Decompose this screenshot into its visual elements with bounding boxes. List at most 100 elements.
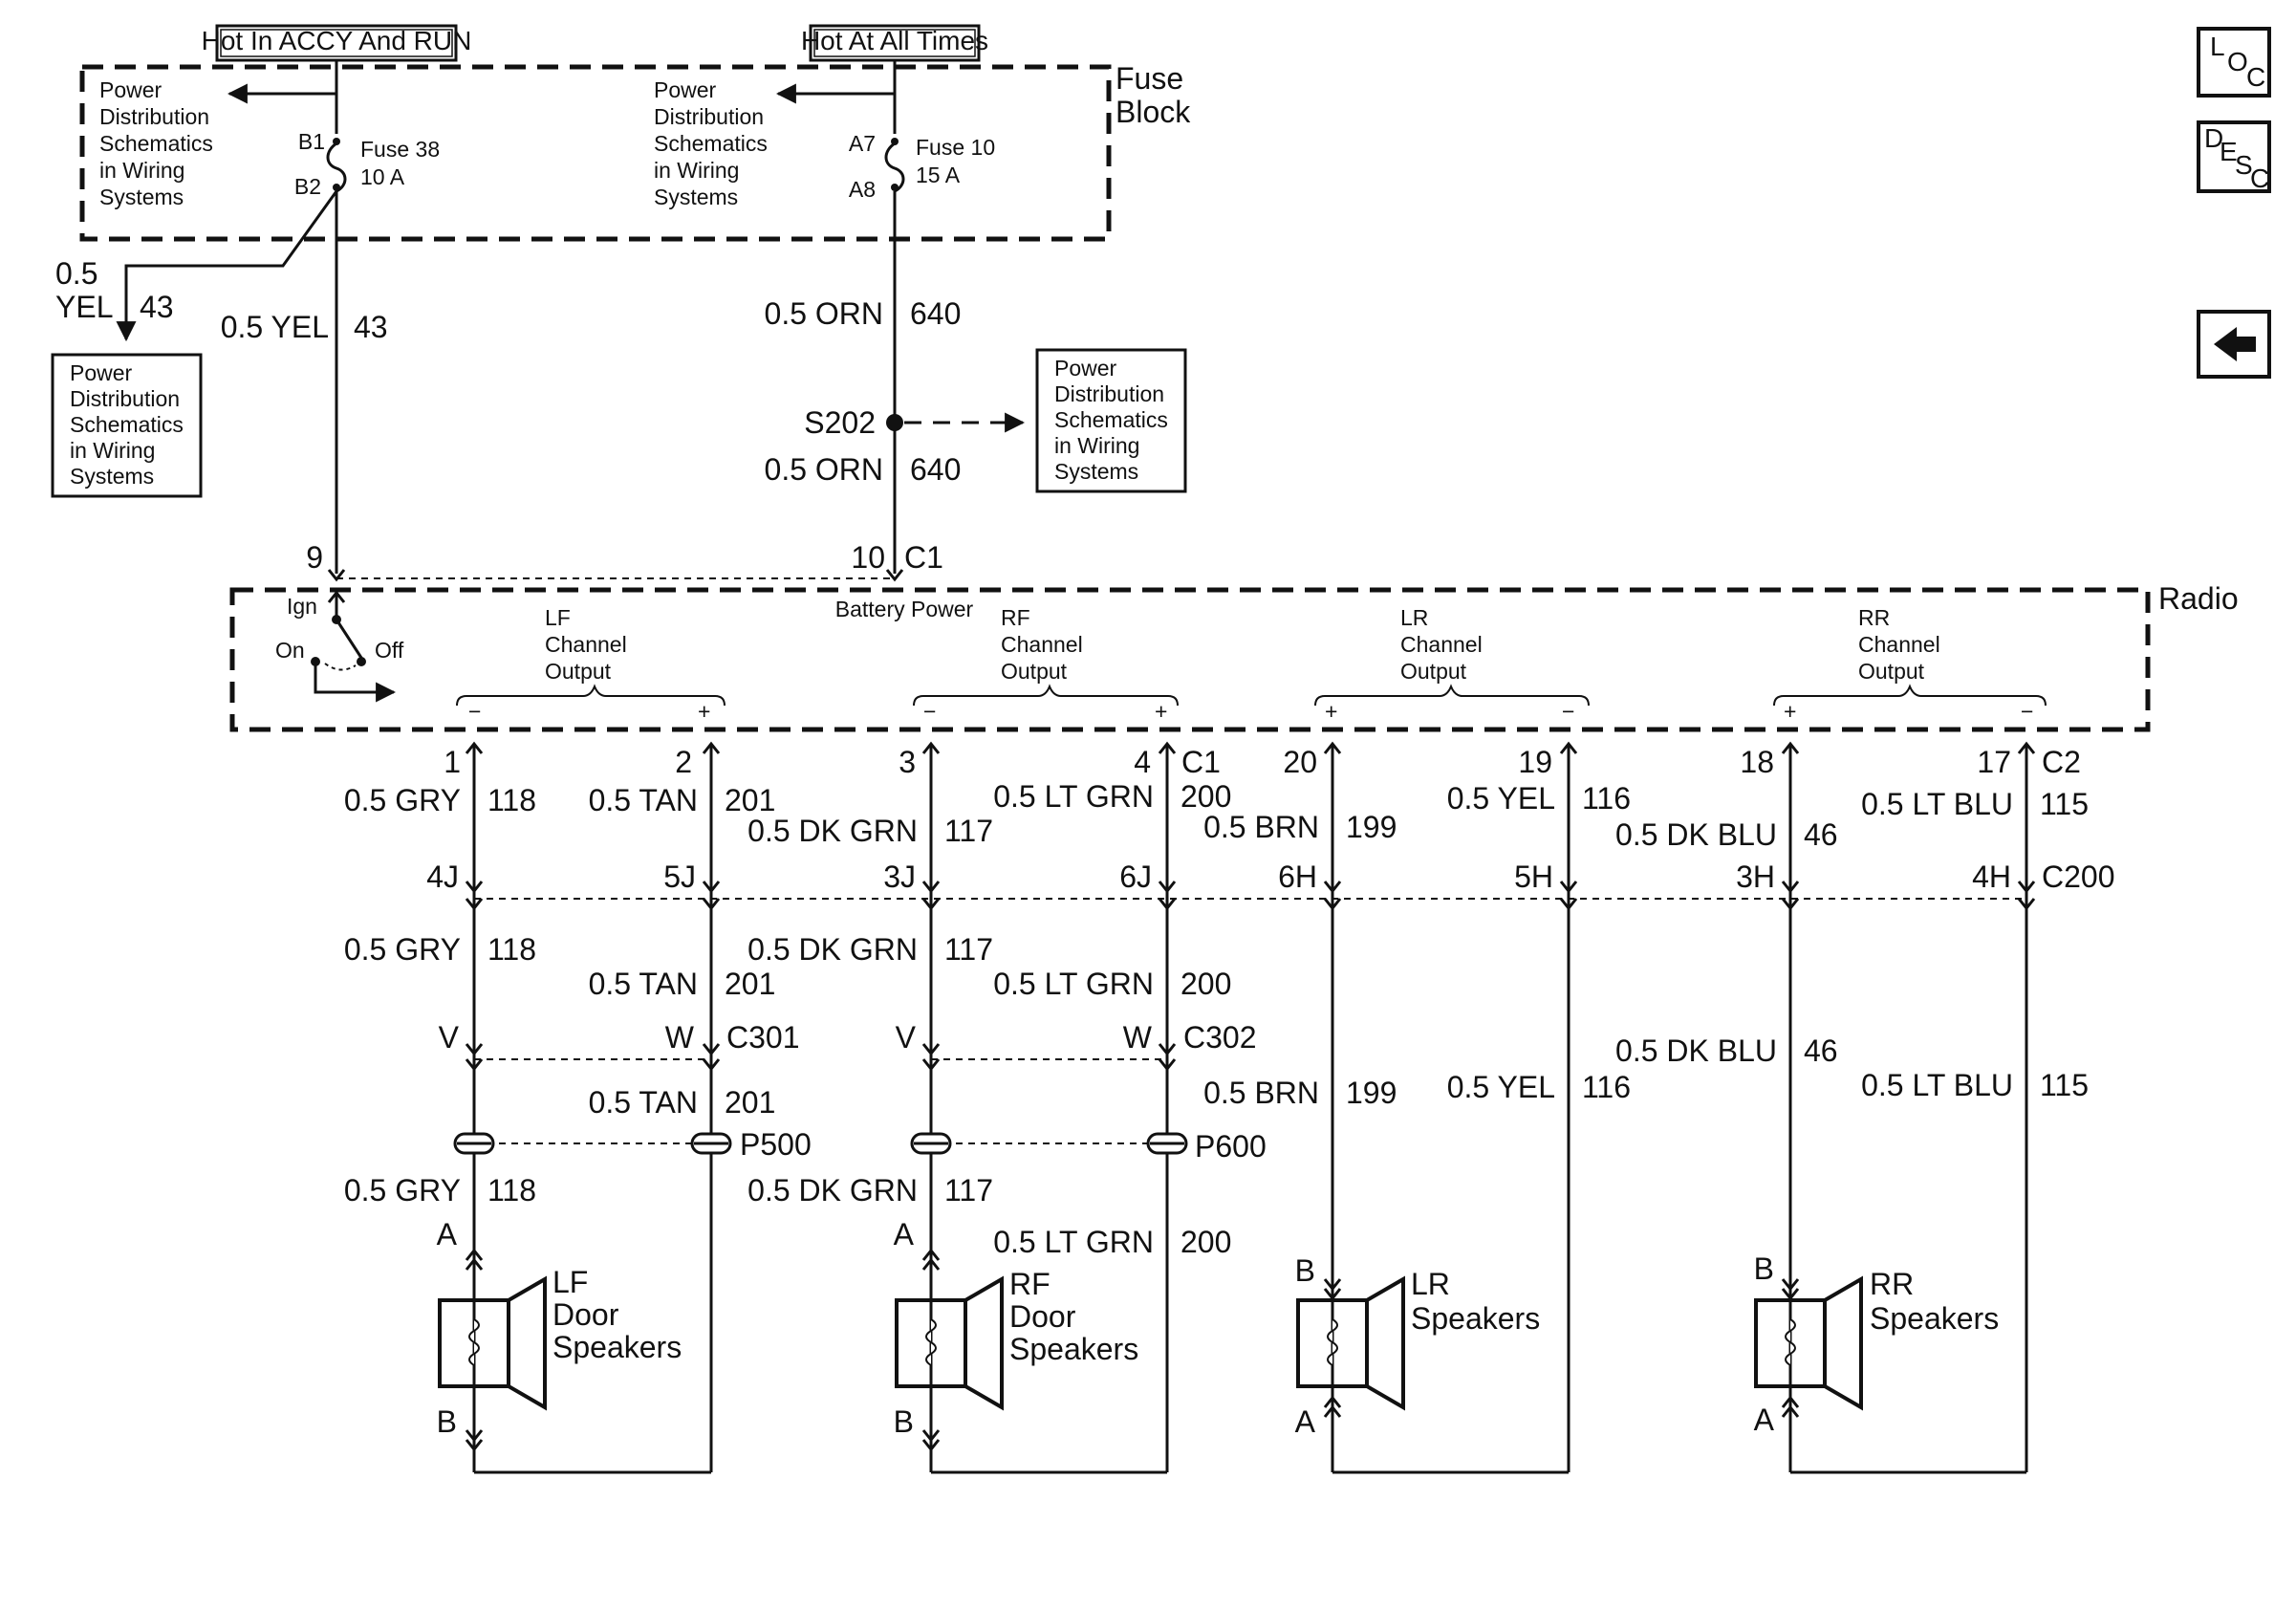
fuse10-pin-in: A7: [849, 131, 876, 156]
svg-text:in Wiring: in Wiring: [1054, 433, 1139, 458]
branch-gauge: 0.5: [55, 256, 97, 291]
switch-off-label: Off: [375, 638, 404, 663]
p600-label: P600: [1195, 1129, 1267, 1164]
c200-pin-5j: 5J: [663, 859, 696, 894]
pds-box-left: Power Distribution Schematics in Wiring …: [51, 353, 203, 498]
lf-speaker-label-1: LF: [552, 1265, 588, 1299]
desc-button[interactable]: D E S C: [2197, 120, 2271, 193]
channel-lr: LR Channel Output + −: [1314, 605, 1590, 724]
wire-brn-circuit-1: 199: [1346, 810, 1397, 844]
rr-speaker-top-pin: B: [1754, 1251, 1774, 1286]
wire-dkgrn-label-3: 0.5 DK GRN: [747, 1173, 918, 1208]
pin-20: 20: [1283, 745, 1317, 779]
pin-4: 4: [1134, 745, 1151, 779]
rf-speaker-label-3: Speakers: [1009, 1332, 1138, 1366]
wire-ltblu-circuit-1: 115: [2040, 787, 2089, 821]
wire-gry-label-3: 0.5 GRY: [344, 1173, 461, 1208]
branch-color: YEL: [55, 290, 113, 324]
splice-s202-label: S202: [804, 405, 876, 440]
p600-grommets: [910, 1132, 1188, 1155]
rf-speaker-bottom-pin: B: [894, 1404, 914, 1439]
wire-tan-circuit-3: 201: [725, 1085, 775, 1120]
wire-dkgrn-circuit-3: 117: [944, 1173, 993, 1208]
svg-text:−: −: [2021, 699, 2033, 724]
ign-feed-circuit: 43: [354, 310, 388, 344]
source-accy-run: Hot In ACCY And RUN: [202, 24, 472, 62]
fuse38-pin-in: B1: [298, 129, 325, 154]
svg-text:RF: RF: [1001, 605, 1030, 630]
pds-text-fuse10: Power Distribution Schematics in Wiring …: [654, 77, 768, 209]
svg-text:Schematics: Schematics: [654, 131, 768, 156]
ign-pin-chevron: [327, 569, 346, 582]
radio-outline: [229, 587, 2151, 732]
source-all-times-label: Hot At All Times: [801, 26, 988, 55]
branch-wire-43: [116, 190, 338, 342]
pds-text-fuse38: Power Distribution Schematics in Wiring …: [99, 77, 213, 209]
source-accy-run-label: Hot In ACCY And RUN: [202, 26, 472, 55]
bat-pin-chevron: [885, 569, 904, 582]
rf-speaker-label-1: RF: [1009, 1267, 1051, 1301]
svg-text:Output: Output: [1001, 659, 1068, 684]
wire-dkblu-circuit-2: 46: [1804, 1033, 1838, 1068]
rf-speaker-top-pin: A: [894, 1217, 915, 1251]
svg-text:Channel: Channel: [1858, 632, 1940, 657]
lf-speaker-label-3: Speakers: [552, 1330, 682, 1364]
svg-text:Output: Output: [545, 659, 612, 684]
conn-c2: C2: [2042, 745, 2081, 779]
back-button[interactable]: [2197, 310, 2271, 379]
wire-gry-circuit-3: 118: [487, 1173, 536, 1208]
lr-speaker-label-2: Speakers: [1411, 1301, 1540, 1336]
c301-pin-v: V: [439, 1020, 460, 1055]
c302-label: C302: [1183, 1020, 1257, 1055]
radio-output-pin-chevrons: [465, 741, 2036, 754]
c200-pin-6h: 6H: [1278, 859, 1317, 894]
fuse38-name: Fuse 38: [360, 137, 440, 162]
svg-text:in Wiring: in Wiring: [99, 158, 184, 183]
svg-text:in Wiring: in Wiring: [70, 438, 155, 463]
radio-pin-ign: 9: [306, 540, 323, 575]
ignition-switch: [311, 590, 397, 703]
c200-pin-5h: 5H: [1514, 859, 1553, 894]
svg-text:C: C: [2246, 62, 2265, 92]
lr-speaker-label-1: LR: [1411, 1267, 1450, 1301]
branch-circuit: 43: [140, 290, 174, 324]
rf-speaker-label-2: Door: [1009, 1299, 1076, 1334]
svg-text:S: S: [2235, 150, 2253, 180]
rr-speaker-bottom-pin: A: [1754, 1403, 1775, 1437]
c301-c302-chevrons: [465, 1043, 1177, 1072]
pin-1: 1: [444, 745, 461, 779]
fuse-block-label-2: Block: [1116, 95, 1191, 129]
wire-brn-label-1: 0.5 BRN: [1203, 810, 1319, 844]
fuse10-rating: 15 A: [916, 163, 961, 187]
svg-text:Distribution: Distribution: [99, 104, 209, 129]
svg-text:E: E: [2220, 137, 2238, 166]
svg-text:Power: Power: [1054, 356, 1117, 381]
channel-lf: LF Channel Output − +: [456, 605, 726, 724]
pin-19: 19: [1518, 745, 1552, 779]
svg-text:+: +: [1325, 699, 1337, 724]
wire-ltgrn-circuit-3: 200: [1180, 1225, 1231, 1259]
lf-speaker-label-2: Door: [552, 1297, 619, 1332]
radio-pin-bat: 10: [851, 540, 885, 575]
wire-dkgrn-circuit-1: 117: [944, 814, 993, 848]
splice-s202-dot: [886, 414, 903, 431]
svg-text:Distribution: Distribution: [70, 386, 180, 411]
rr-speaker-label-2: Speakers: [1870, 1301, 1999, 1336]
svg-text:−: −: [923, 699, 936, 724]
fuse10-pin-out: A8: [849, 177, 876, 202]
bat-feed-gauge-1: 0.5 ORN: [765, 296, 883, 331]
source-all-times: Hot At All Times: [801, 24, 988, 62]
svg-text:Output: Output: [1400, 659, 1467, 684]
svg-text:Power: Power: [99, 77, 162, 102]
loc-button[interactable]: L O C: [2197, 27, 2271, 98]
svg-text:LF: LF: [545, 605, 571, 630]
c200-chevrons: [465, 881, 2036, 911]
wire-gry-circuit-2: 118: [487, 932, 536, 967]
svg-text:+: +: [1155, 699, 1167, 724]
lf-door-speaker: [438, 1248, 547, 1452]
svg-text:+: +: [1784, 699, 1796, 724]
wire-yel-circuit-2: 116: [1582, 1070, 1631, 1104]
wire-dkgrn-label-2: 0.5 DK GRN: [747, 932, 918, 967]
